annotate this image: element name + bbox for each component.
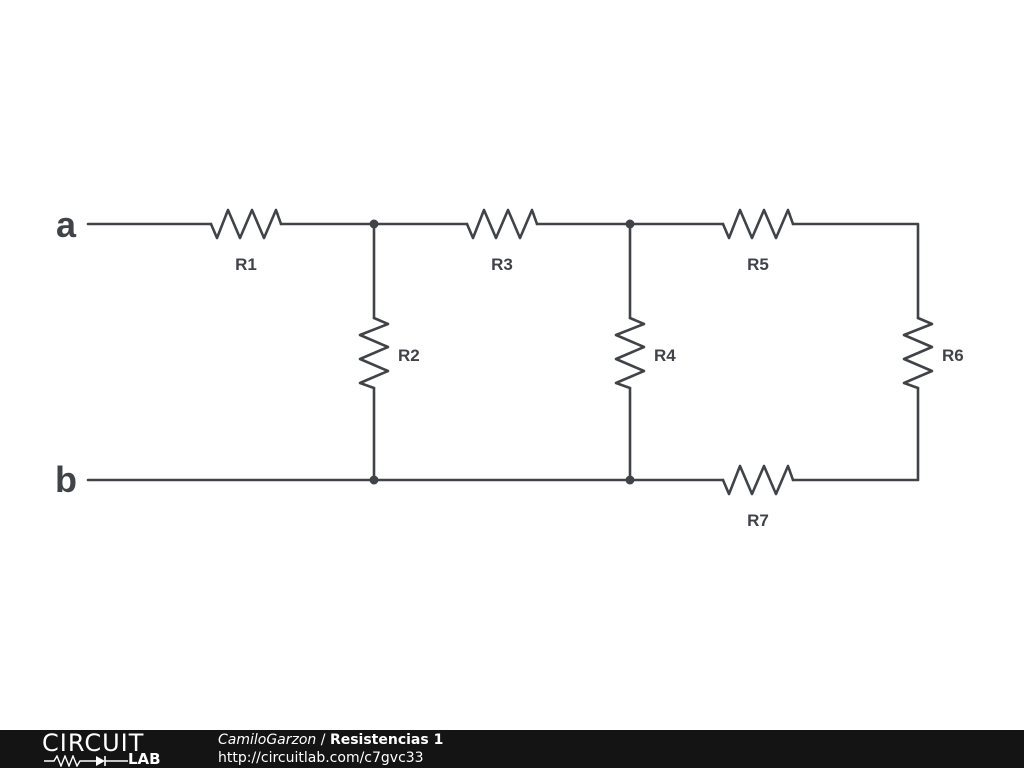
author-name[interactable]: CamiloGarzon <box>218 732 317 748</box>
circuit-url[interactable]: http://circuitlab.com/c7gvc33 <box>218 750 424 766</box>
resistor-r7-label: R7 <box>747 511 769 530</box>
logo-text-bottom: LAB <box>128 750 161 768</box>
wire-r7-to-r6 <box>791 386 920 482</box>
resistor-r1[interactable] <box>209 208 283 240</box>
footer-bar: CIRCUIT LAB CamiloGarzon / Resistencias … <box>0 730 1024 768</box>
wire-r5-to-r6 <box>791 222 920 320</box>
junction-dot <box>625 219 635 229</box>
resistor-r4-label: R4 <box>654 346 676 365</box>
resistor-r4[interactable] <box>614 316 646 390</box>
terminal-b-label: b <box>55 459 77 500</box>
attribution-separator: / <box>316 732 330 748</box>
resistor-r3-label: R3 <box>491 255 513 274</box>
logo-resistor-diode-icon <box>44 755 128 767</box>
circuit-title[interactable]: Resistencias 1 <box>329 732 444 748</box>
logo-text-top: CIRCUIT <box>42 729 145 757</box>
resistor-r2[interactable] <box>358 316 390 390</box>
resistor-r5[interactable] <box>721 208 795 240</box>
attribution: CamiloGarzon / Resistencias 1 http://cir… <box>218 731 443 767</box>
attribution-line: CamiloGarzon / Resistencias 1 <box>218 731 443 749</box>
junction-dot <box>369 219 379 229</box>
circuit-schematic: a b R1 R3 R5 R7 R2 R4 R6 <box>55 204 964 530</box>
circuitlab-logo[interactable]: CIRCUIT LAB <box>42 730 176 768</box>
resistor-r5-label: R5 <box>747 255 769 274</box>
resistor-r7[interactable] <box>721 464 795 496</box>
resistor-r1-label: R1 <box>235 255 257 274</box>
resistor-r6-label: R6 <box>942 346 964 365</box>
junction-dot <box>369 475 379 485</box>
terminal-a-label: a <box>56 204 77 245</box>
resistor-r6[interactable] <box>902 316 934 390</box>
junction-dot <box>625 475 635 485</box>
resistor-r3[interactable] <box>465 208 539 240</box>
resistor-r2-label: R2 <box>398 346 420 365</box>
